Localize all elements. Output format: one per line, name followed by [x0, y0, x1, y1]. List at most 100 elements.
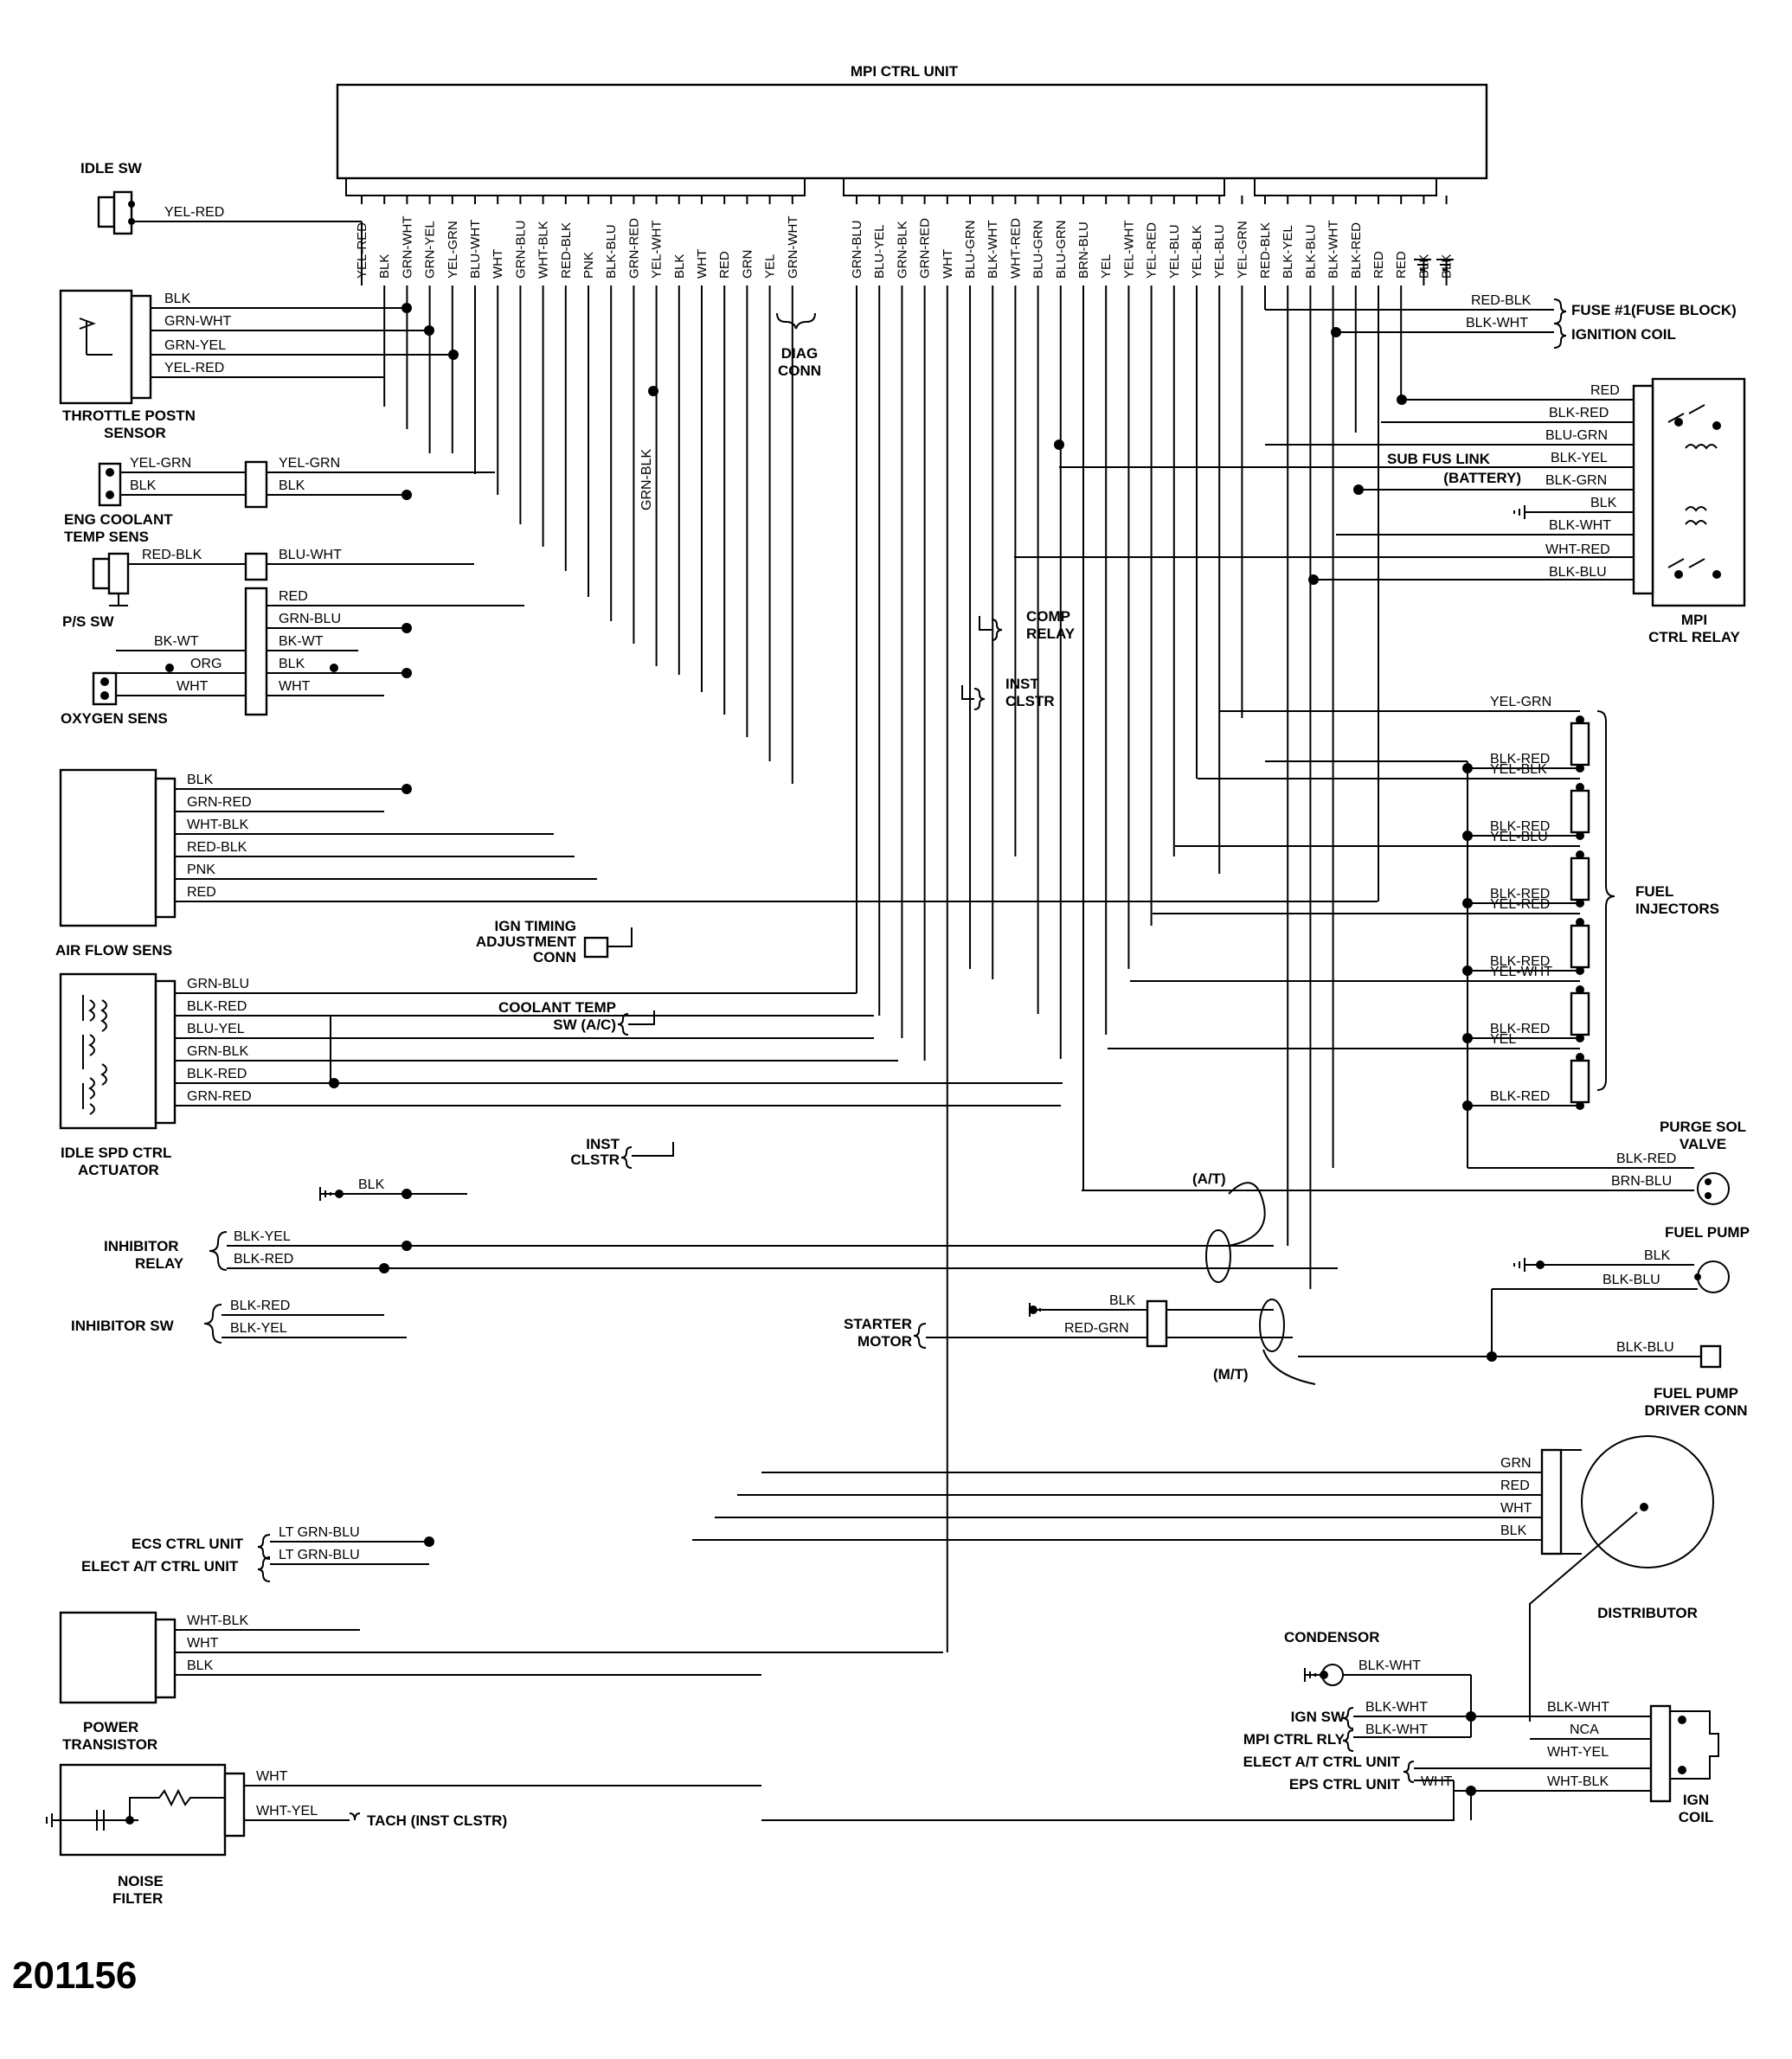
fuel-injectors-label-2: INJECTORS [1635, 901, 1719, 917]
purge-label-1: PURGE SOL [1660, 1119, 1746, 1135]
ecu-pin-2-17: YEL-BLU [1212, 224, 1227, 279]
wire-starter-2: RED-GRN [1064, 1321, 1129, 1336]
wire-isc-3: BLU-YEL [187, 1022, 245, 1036]
inhibitor-relay: INHIBITOR RELAY BLK-YEL BLK-RED [104, 1229, 1338, 1273]
purge-label-2: VALVE [1680, 1136, 1726, 1152]
wire-condensor: BLK-WHT [1358, 1658, 1421, 1673]
wire-inh-relay-2: BLK-RED [234, 1252, 293, 1267]
wire-af-5: PNK [187, 863, 215, 877]
wire-af-6: RED [187, 885, 216, 900]
starter-label-1: STARTER [844, 1316, 912, 1332]
fuel-pump-driver-label-1: FUEL PUMP [1654, 1385, 1738, 1402]
distributor: GRN RED WHT BLK DISTRIBUTOR [692, 1435, 1714, 1722]
wire-coolant-right-1: YEL-GRN [279, 456, 340, 471]
wire-inh-sw-1: BLK-RED [230, 1299, 290, 1313]
eng-coolant-temp-sensor: YEL-GRN BLK YEL-GRN BLK ENG COOLANT TEMP… [64, 456, 495, 545]
mpi-ctrl-unit: MPI CTRL UNIT [336, 63, 1488, 196]
ecu-pin-2-9: BLU-GRN [1031, 220, 1046, 279]
wire-relay-1: RED [1590, 383, 1620, 398]
coolant-temp-sw-ac: COOLANT TEMP SW (A/C) [498, 999, 655, 1036]
ecu-pin-2-3: GRN-BLK [895, 221, 909, 279]
ecu-pin-1-19: YEL [763, 254, 778, 279]
ecu-pin-1-15: BLK [672, 254, 687, 279]
wire-af-3: WHT-BLK [187, 818, 248, 832]
inst-clstr-low-label-2: CLSTR [570, 1151, 620, 1168]
ecu-pin-1-9: WHT-BLK [536, 221, 551, 279]
starter-label-2: MOTOR [857, 1333, 912, 1350]
wire-dist-4: BLK [1500, 1523, 1527, 1538]
fuel-pump-driver-conn: BLK-BLU FUEL PUMP DRIVER CONN [1298, 1340, 1748, 1419]
mpi-ctrl-unit-box [336, 83, 1488, 180]
wire-ox-mid-4: BLK [279, 657, 305, 671]
wire-throttle-1: BLK [164, 292, 191, 306]
sub-fus-link-label-1: SUB FUS LINK [1387, 451, 1491, 467]
ignition-coil-circuit: CONDENSOR BLK-WHT IGN SW MPI CTRL RLY EL… [761, 1629, 1719, 1825]
ecu-pin-2-18: YEL-GRN [1235, 221, 1249, 279]
wire-coil-1: BLK-WHT [1547, 1700, 1609, 1715]
ecu-pin-1-2: BLK [377, 254, 392, 279]
air-flow-sensor: BLK GRN-RED WHT-BLK RED-BLK PNK RED AIR … [55, 768, 1378, 959]
noise-filter-label-1: NOISE [118, 1873, 164, 1889]
wire-ps-right: BLU-WHT [279, 548, 342, 562]
ecu-pin-3-2: BLK-YEL [1281, 225, 1295, 279]
ecu-pin-1-11: PNK [581, 252, 596, 279]
wire-injector-ground-6: BLK-RED [1490, 1089, 1550, 1104]
ecu-pin-3-3: BLK-BLU [1303, 224, 1318, 279]
wire-coil-3: WHT-YEL [1547, 1745, 1609, 1760]
wire-dist-2: RED [1500, 1479, 1530, 1493]
wire-coil-2: NCA [1570, 1722, 1599, 1737]
diag-conn: DIAG CONN [776, 312, 821, 379]
wire-eps: WHT [1421, 1774, 1453, 1789]
purge-sol-valve: PURGE SOL VALVE BLK-RED BRN-BLU [1082, 1119, 1746, 1205]
wire-af-1: BLK [187, 773, 214, 787]
ecu-pin-1-10: RED-BLK [559, 222, 574, 279]
wire-elect-at: LT GRN-BLU [279, 1548, 360, 1562]
wire-dist-3: WHT [1500, 1501, 1532, 1516]
starter-motor: STARTER MOTOR BLK RED-GRN (A/T) (M/T) [844, 1171, 1316, 1385]
coolant-label-2: TEMP SENS [64, 529, 149, 545]
wire-pt-2: WHT [187, 1636, 219, 1651]
wire-injector-signal-6: YEL [1490, 1032, 1516, 1047]
ecu-pin-3-6: RED [1371, 251, 1386, 279]
inst-clstr-low-label-1: INST [586, 1136, 620, 1152]
inhibitor-switch: INHIBITOR SW BLK-RED BLK-YEL [71, 1299, 407, 1344]
ecu-pin-1-20: GRN-WHT [786, 216, 800, 279]
ecu-pin-1-17: RED [717, 251, 732, 279]
inst-clstr-mid-label-1: INST [1005, 676, 1039, 692]
diag-conn-label-1: DIAG [781, 345, 819, 362]
ecu-pin-2-4: GRN-RED [918, 218, 933, 279]
wire-isc-2: BLK-RED [187, 999, 247, 1014]
fuel-injectors-label: FUEL INJECTORS [1596, 710, 1719, 1091]
wire-ign-sw: BLK-WHT [1365, 1700, 1428, 1715]
idle-sw-body [97, 196, 116, 228]
ign-sw-label: IGN SW [1291, 1709, 1346, 1725]
throttle-position-sensor: BLK GRN-WHT GRN-YEL YEL-RED THROTTLE POS… [59, 289, 459, 441]
ecu-pin-1-3: GRN-WHT [400, 216, 414, 279]
wire-ecs: LT GRN-BLU [279, 1525, 360, 1540]
noise-filter: WHT WHT-YEL TACH (INST CLSTR) NOISE FILT… [46, 1763, 761, 1907]
ecu-pin-1-16: WHT [695, 249, 710, 279]
wire-injector-ground-2: BLK-RED [1490, 819, 1550, 834]
wire-relay-9: BLK-BLU [1549, 565, 1607, 580]
comp-relay-label-1: COMP [1026, 608, 1070, 625]
ecu-pin-2-14: YEL-RED [1145, 222, 1159, 279]
wire-injector-ground-3: BLK-RED [1490, 887, 1550, 901]
ecu-pin-2-7: BLK-WHT [986, 221, 1000, 279]
ecu-pin-3-5: BLK-RED [1349, 222, 1364, 279]
wire-fuel-pump-1: BLK [1644, 1248, 1671, 1263]
power-steering-switch: RED-BLK BLU-WHT P/S SW [62, 548, 474, 630]
fuse-1-and-ignition-coil: RED-BLK BLK-WHT FUSE #1(FUSE BLOCK) IGNI… [1265, 293, 1737, 349]
inhibitor-sw-label: INHIBITOR SW [71, 1318, 175, 1334]
fuel-injectors-label-1: FUEL [1635, 883, 1673, 900]
ground-blk: BLK [319, 1177, 467, 1201]
fuse1-label: FUSE #1(FUSE BLOCK) [1571, 302, 1737, 318]
harness-verticals [361, 196, 1454, 1652]
ecu-pin-1-18: GRN [740, 250, 755, 279]
wire-af-4: RED-BLK [187, 840, 247, 855]
ign-timing-adjustment-conn: IGN TIMING ADJUSTMENT CONN [476, 918, 633, 965]
wire-purge-1: BLK-RED [1616, 1151, 1676, 1166]
noise-filter-label-2: FILTER [112, 1890, 163, 1907]
fuel-pump: FUEL PUMP BLK BLK-BLU [1487, 1224, 1750, 1362]
